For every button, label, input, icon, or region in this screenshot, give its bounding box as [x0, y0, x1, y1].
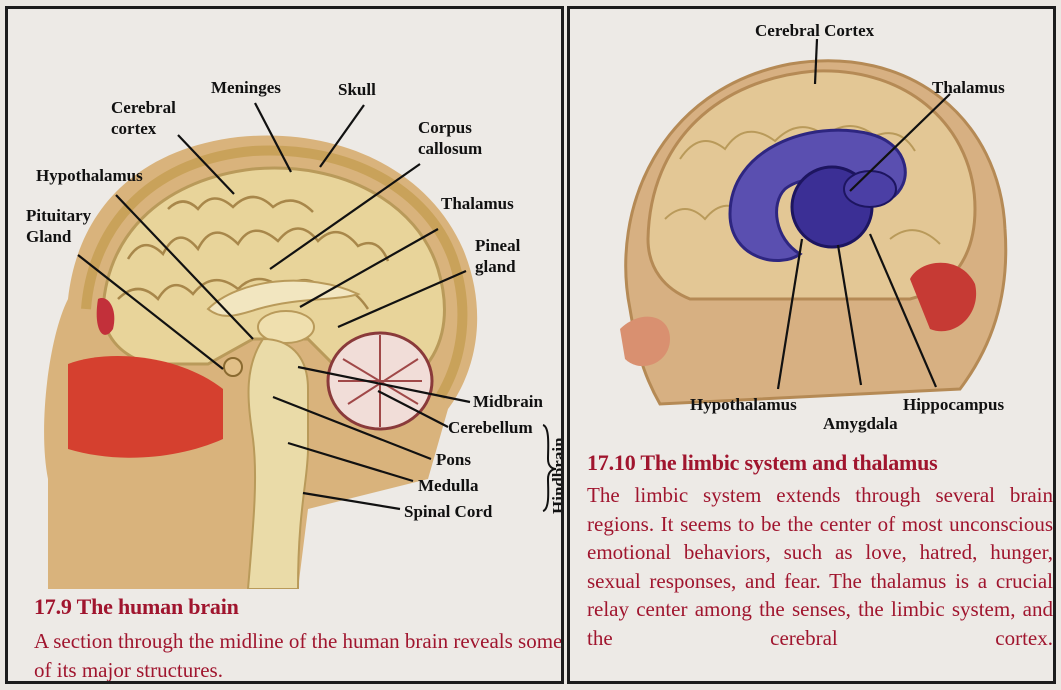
label-thalamus-right: Thalamus	[932, 78, 1005, 97]
caption-text-17-9: A section through the midline of the hum…	[34, 627, 564, 684]
human-brain-diagram: Meninges Skull Cerebral cortex Corpus ca…	[8, 9, 564, 589]
label-pituitary-line1: Pituitary	[26, 206, 92, 225]
label-medulla: Medulla	[418, 476, 479, 495]
caption-title-17-9: 17.9 The human brain	[34, 594, 239, 620]
label-pineal-line1: Pineal	[475, 236, 521, 255]
label-cerebral-cortex-line2: cortex	[111, 119, 157, 138]
label-cerebellum: Cerebellum	[448, 418, 533, 437]
limbic-system-diagram: Cerebral Cortex Thalamus Hypothalamus Am…	[570, 9, 1056, 449]
label-midbrain: Midbrain	[473, 392, 543, 411]
label-spinal-cord: Spinal Cord	[404, 502, 493, 521]
label-cerebral-cortex-right: Cerebral Cortex	[755, 21, 875, 40]
caption-title-17-10: 17.10 The limbic system and thalamus	[587, 450, 938, 476]
figure-17-10-panel: Cerebral Cortex Thalamus Hypothalamus Am…	[567, 6, 1056, 684]
caption-text-17-10: The limbic system extends through severa…	[587, 481, 1053, 652]
label-skull: Skull	[338, 80, 376, 99]
label-meninges: Meninges	[211, 78, 281, 97]
label-cerebral-cortex-line1: Cerebral	[111, 98, 176, 117]
label-amygdala-right: Amygdala	[823, 414, 898, 433]
label-thalamus: Thalamus	[441, 194, 514, 213]
label-pons: Pons	[436, 450, 471, 469]
label-hypothalamus-right: Hypothalamus	[690, 395, 797, 414]
label-corpus-callosum-line1: Corpus	[418, 118, 472, 137]
figure-17-9-panel: Meninges Skull Cerebral cortex Corpus ca…	[5, 6, 564, 684]
label-corpus-callosum-line2: callosum	[418, 139, 482, 158]
label-hindbrain: Hindbrain	[549, 437, 564, 514]
label-pineal-line2: gland	[475, 257, 516, 276]
label-hypothalamus: Hypothalamus	[36, 166, 143, 185]
label-pituitary-line2: Gland	[26, 227, 72, 246]
label-hippocampus-right: Hippocampus	[903, 395, 1004, 414]
